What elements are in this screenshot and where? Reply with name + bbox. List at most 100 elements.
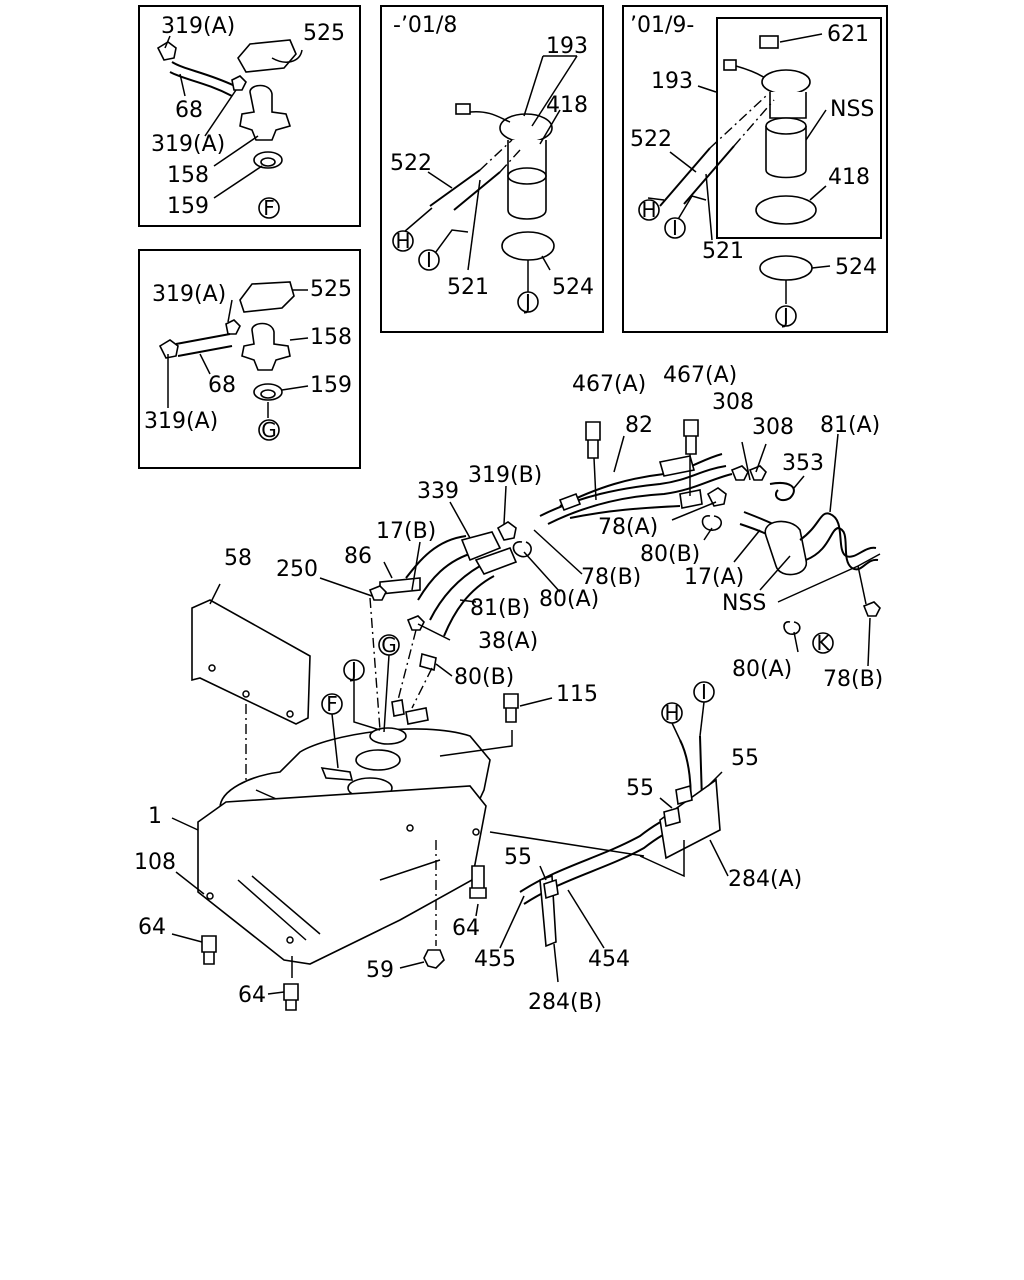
- label-339: 339: [417, 479, 459, 504]
- label-621: 621: [827, 22, 869, 47]
- tank-opening-icon: [369, 727, 407, 745]
- label-319a: 319(A): [151, 132, 225, 157]
- bracket-icon: [659, 778, 721, 860]
- label-418: 418: [546, 93, 588, 118]
- valve-icon: [239, 84, 292, 141]
- inset-late-caption: ’01/9-: [630, 13, 694, 38]
- label-284b: 284(B): [528, 990, 602, 1015]
- letter-j: J: [349, 658, 357, 682]
- hose-clamp-icon: [783, 621, 801, 635]
- label-68: 68: [175, 98, 203, 123]
- reference-circle-j: [517, 291, 539, 313]
- label-55: 55: [626, 776, 654, 801]
- clamp-icon: [419, 652, 437, 672]
- label-80a: 80(A): [732, 657, 792, 682]
- letter-f: F: [326, 692, 338, 716]
- label-81b: 81(B): [470, 596, 530, 621]
- wire-icon: [659, 147, 711, 207]
- wire-icon: [429, 169, 481, 207]
- label-525: 525: [303, 21, 345, 46]
- inset-mid-left: G 319(A) 525 158 68 159 319(A): [138, 249, 361, 469]
- label-58: 58: [224, 546, 252, 571]
- letter-i: I: [672, 216, 678, 240]
- label-524: 524: [835, 255, 877, 280]
- letter-h: H: [641, 198, 656, 222]
- label-522: 522: [630, 127, 672, 152]
- label-78b: 78(B): [581, 565, 641, 590]
- label-193: 193: [546, 34, 588, 59]
- label-319a: 319(A): [161, 14, 235, 39]
- label-81a: 81(A): [820, 413, 880, 438]
- letter-h: H: [664, 701, 679, 725]
- clamp-icon: [460, 531, 502, 562]
- tank-opening-icon: [355, 749, 401, 771]
- connector-icon: [455, 103, 471, 115]
- pump-body-icon: [765, 126, 807, 179]
- clip-icon: [543, 878, 559, 900]
- label-64: 64: [452, 916, 480, 941]
- label-524: 524: [552, 275, 594, 300]
- bolt-icon: [503, 693, 519, 723]
- bolt-icon: [585, 421, 601, 459]
- label-158: 158: [167, 163, 209, 188]
- letter-g: G: [381, 633, 397, 657]
- reference-circle-f: [258, 197, 280, 219]
- inset-late-subframe: [716, 17, 882, 239]
- label-525: 525: [310, 277, 352, 302]
- label-nss: NSS: [830, 97, 874, 122]
- label-38a: 38(A): [478, 629, 538, 654]
- reference-circle-i: [664, 217, 686, 239]
- label-353: 353: [782, 451, 824, 476]
- label-455: 455: [474, 947, 516, 972]
- label-522: 522: [390, 151, 432, 176]
- letter-g: G: [261, 418, 277, 442]
- connector-icon: [723, 59, 737, 71]
- clip-icon: [231, 75, 247, 91]
- label-308: 308: [752, 415, 794, 440]
- clip-icon: [158, 339, 179, 359]
- label-418: 418: [828, 165, 870, 190]
- wire-icon: [453, 171, 501, 211]
- inset-top-left-frame: [138, 5, 361, 227]
- clip-icon: [496, 521, 517, 541]
- label-80a: 80(A): [539, 587, 599, 612]
- reference-circle-j: [775, 305, 797, 327]
- letter-f: F: [263, 196, 275, 220]
- label-80b: 80(B): [640, 542, 700, 567]
- label-115: 115: [556, 682, 598, 707]
- clamp-icon: [658, 455, 696, 477]
- cover-icon: [237, 39, 297, 73]
- clip-icon: [862, 601, 881, 617]
- inset-early-frame: [380, 5, 604, 333]
- inset-top-left: F 319(A) 525 68 319(A) 158 159: [138, 5, 361, 227]
- label-159: 159: [167, 194, 209, 219]
- label-1: 1: [148, 804, 162, 829]
- clip-icon: [663, 806, 681, 828]
- clip-icon: [225, 319, 241, 335]
- bolt-icon: [283, 983, 299, 1011]
- bolt-icon: [201, 935, 217, 965]
- label-250: 250: [276, 557, 318, 582]
- label-467a: 467(A): [572, 372, 646, 397]
- wire-icon: [683, 145, 735, 205]
- cover-icon: [239, 281, 295, 313]
- connector-icon: [759, 35, 779, 49]
- clip-icon: [368, 585, 387, 601]
- inset-late-pump: ’01/9- H I J 621 193 NSS 522: [622, 5, 888, 333]
- label-467a: 467(A): [663, 363, 737, 388]
- nut-icon: [423, 949, 445, 969]
- label-319a: 319(A): [144, 409, 218, 434]
- inset-mid-left-frame: [138, 249, 361, 469]
- reference-circle-h: [638, 199, 660, 221]
- label-158: 158: [310, 325, 352, 350]
- bolt-icon: [683, 419, 699, 455]
- main-assembly: K G J F: [134, 363, 883, 1015]
- hose-icon: [175, 333, 231, 345]
- label-82: 82: [625, 413, 653, 438]
- letter-j: J: [523, 290, 531, 314]
- hose-icon: [171, 61, 236, 87]
- label-78a: 78(A): [598, 515, 658, 540]
- letter-i: I: [426, 248, 432, 272]
- letter-k: K: [816, 631, 830, 655]
- clamp-icon: [558, 492, 582, 512]
